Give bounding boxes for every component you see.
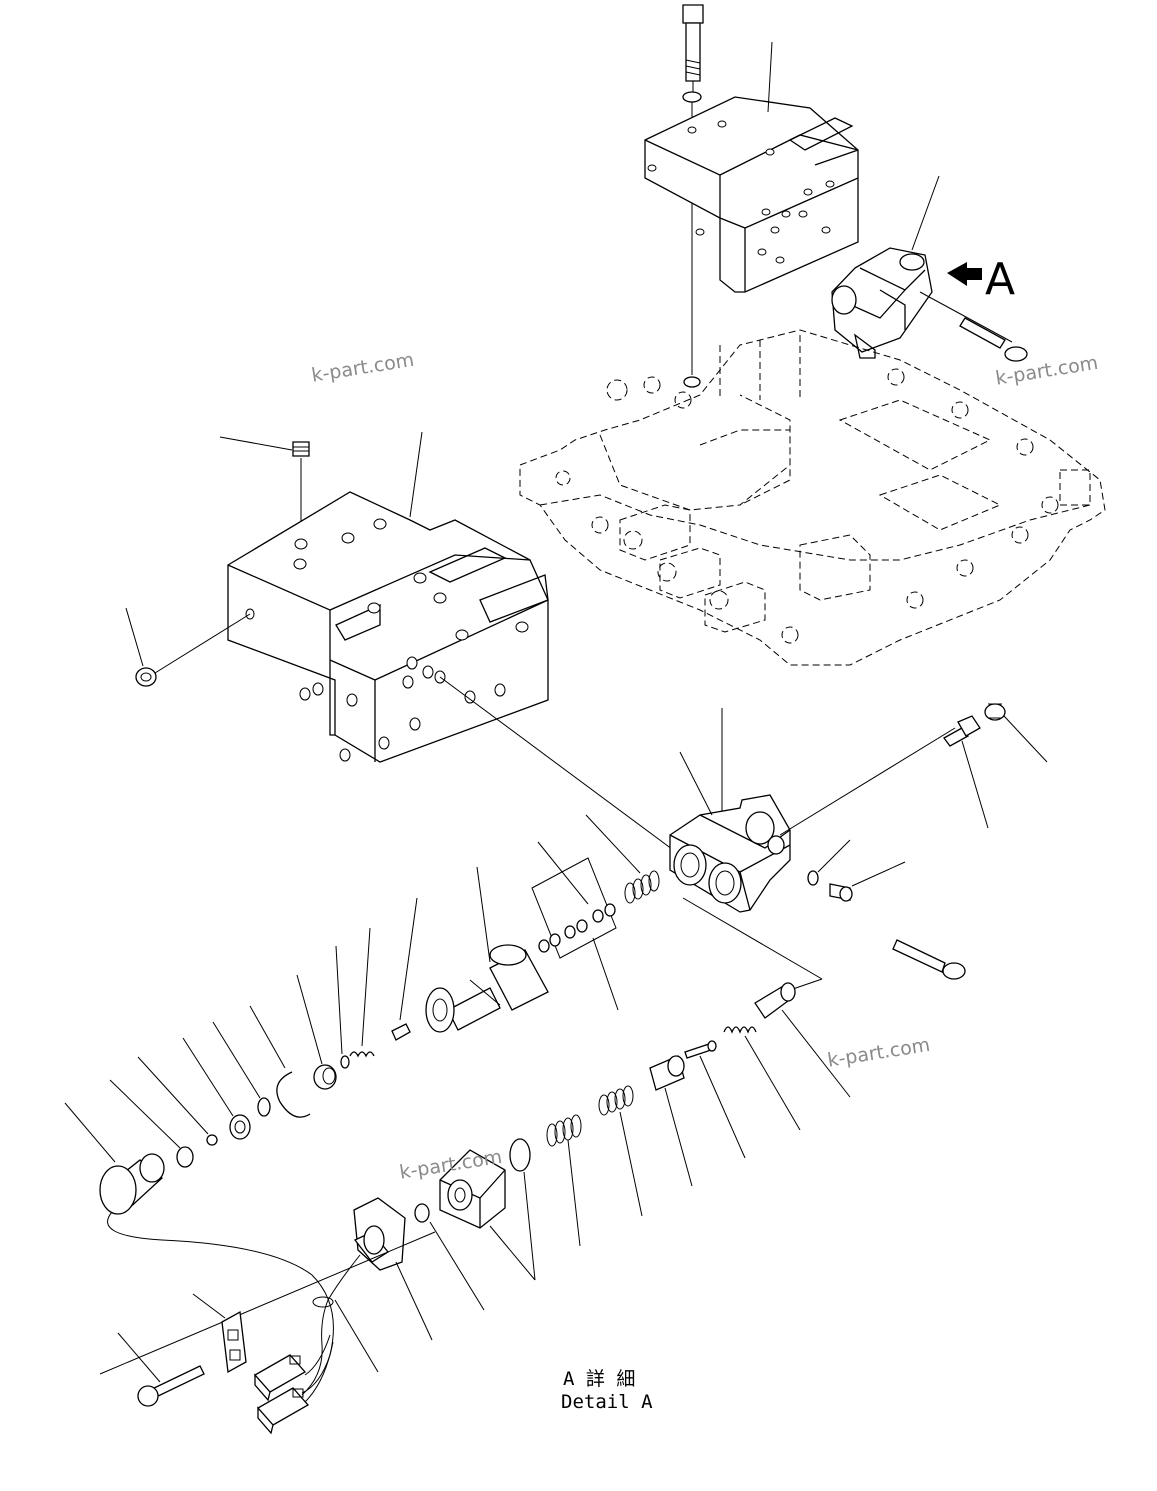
spool-piece <box>649 1055 685 1091</box>
upper-solenoid-bolt <box>959 317 1028 362</box>
leader-spring-medium <box>619 1111 643 1217</box>
tiny-ball <box>206 1134 218 1146</box>
clip-bolt <box>137 1365 205 1407</box>
leader-o-ring-flange <box>429 1221 485 1311</box>
upper-valve-block <box>644 96 859 293</box>
cover-axis-line <box>99 1231 436 1375</box>
solenoid-bolt-line <box>919 291 1013 343</box>
bracket-line-a <box>682 897 823 980</box>
wire-clamp <box>312 1296 334 1308</box>
leader-orifice-plug <box>182 1037 234 1117</box>
leader-valve-plug <box>1003 715 1048 763</box>
block-to-valve-line <box>439 676 681 856</box>
upper-solenoid-valve <box>831 247 933 359</box>
leader-side-plug <box>125 607 144 667</box>
bleed-screw <box>829 883 853 902</box>
detail-caption-english: Detail A <box>561 1391 653 1413</box>
leader-plug-bolt <box>961 740 989 829</box>
bracket-line-b <box>789 978 823 991</box>
leader-o-ring-small <box>212 1021 261 1099</box>
spring-large <box>546 1114 582 1147</box>
leader-valve-body <box>679 751 713 816</box>
leader-spring-spool <box>585 814 641 874</box>
sensor-wire <box>301 1254 361 1396</box>
retainer <box>313 1064 337 1090</box>
valve-plug <box>984 703 1006 721</box>
leader-washers-b <box>592 937 619 1011</box>
leader-spring-large <box>567 1139 581 1247</box>
side-plug-line <box>154 613 251 674</box>
top-bolt <box>682 4 704 82</box>
valve-plug-bolt <box>943 715 981 747</box>
orifice-plug <box>229 1114 251 1140</box>
spool-washer-stack <box>531 857 617 959</box>
leader-solenoid-coil <box>64 1102 116 1163</box>
leader-cover-block <box>489 1225 536 1281</box>
leader-washers-a <box>537 841 589 905</box>
leader-o-ring-medium <box>109 1079 181 1149</box>
spring-small-right <box>723 1026 757 1034</box>
cover-block <box>439 1149 506 1229</box>
long-bolt <box>892 939 966 980</box>
leader-spool-plug-right <box>781 1009 851 1098</box>
o-ring-flange <box>414 1203 430 1223</box>
small-plug-top <box>292 441 310 457</box>
plug-axis-line <box>779 727 956 836</box>
leader-clip-bolt <box>117 1332 161 1383</box>
o-ring-small <box>257 1097 271 1117</box>
spring-medium <box>598 1085 634 1116</box>
spring-spool <box>624 870 660 904</box>
spool-plug-right <box>754 982 796 1019</box>
small-pin-left <box>391 1023 411 1041</box>
ball-tiny <box>340 1055 350 1069</box>
snap-ring <box>276 1071 311 1118</box>
spring-tiny <box>349 1051 375 1058</box>
leader-upper-block <box>767 41 773 113</box>
detail-caption-japanese: A 詳 細 <box>563 1368 636 1390</box>
case-center-washer <box>683 376 701 388</box>
leader-spool-piece <box>664 1087 693 1187</box>
leader-wire-clamp <box>334 1299 379 1373</box>
leader-upper-solenoid <box>911 175 940 251</box>
cable-clip <box>221 1310 247 1374</box>
leader-snap-ring <box>249 1005 286 1069</box>
side-plug <box>135 667 157 687</box>
leader-pin <box>699 1055 746 1159</box>
leader-o-ring-large <box>523 1171 536 1281</box>
leader-tiny-ball <box>137 1056 209 1135</box>
solenoid-coil <box>99 1153 165 1215</box>
small-ball <box>807 870 819 886</box>
leader-small-ball <box>817 839 851 873</box>
leader-spring-tiny <box>361 927 371 1047</box>
spool <box>425 944 549 1033</box>
connector-lower <box>256 1387 310 1435</box>
view-arrow-label: A <box>985 254 1016 305</box>
connector-wires <box>304 1334 334 1403</box>
pin <box>684 1040 717 1059</box>
transmission-case-outline <box>519 329 1106 666</box>
solenoid-valve-body <box>669 794 791 913</box>
leader-small-plug-top <box>219 436 293 451</box>
leader-spring-small-right <box>744 1035 801 1131</box>
o-ring-medium <box>176 1146 194 1168</box>
connector-upper <box>253 1354 307 1402</box>
leader-bleed-screw <box>851 861 906 887</box>
view-arrow <box>947 262 982 286</box>
o-ring-large <box>509 1138 531 1172</box>
leader-ball-tiny <box>335 945 343 1055</box>
leader-spool <box>476 866 491 963</box>
leader-retainer <box>296 974 323 1065</box>
sensor-plate <box>353 1197 406 1271</box>
leader-sensor-plate <box>395 1261 433 1341</box>
top-washer <box>682 91 702 103</box>
leader-main-block <box>409 431 423 518</box>
leader-cable-clip <box>192 1293 226 1319</box>
leader-small-pin-left <box>399 897 418 1021</box>
